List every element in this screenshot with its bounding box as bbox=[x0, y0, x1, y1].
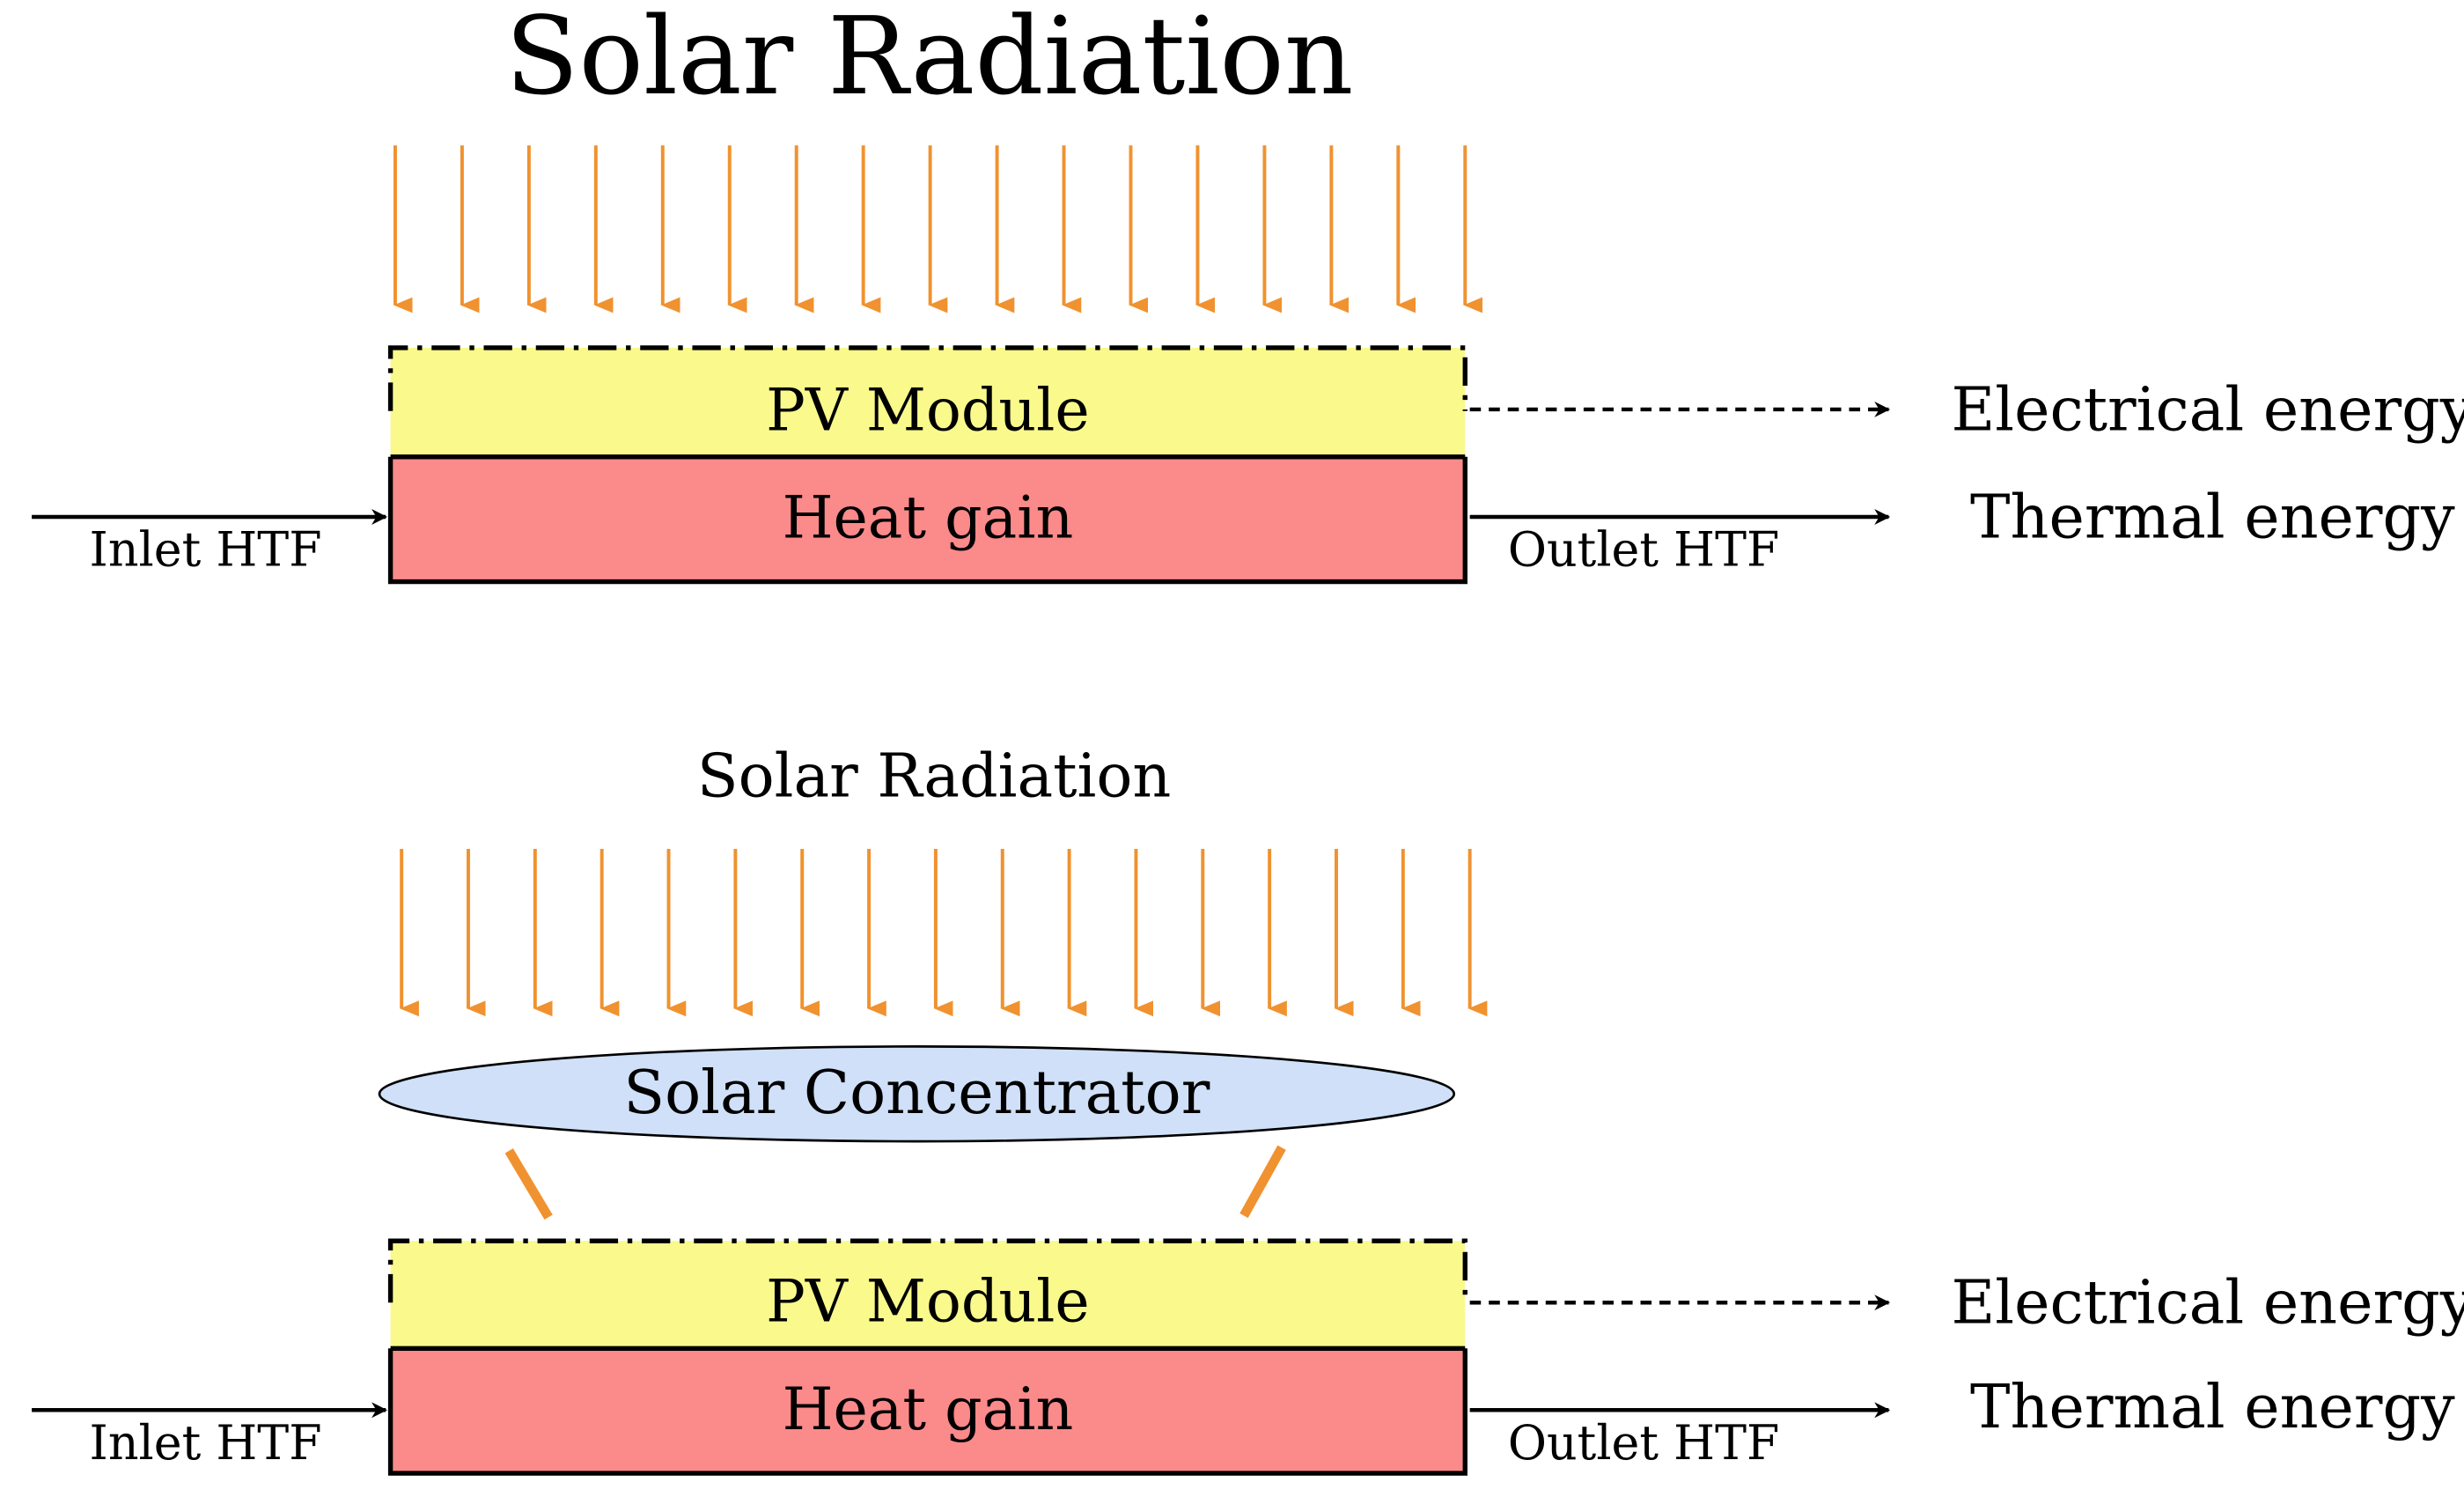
solar-concentrator-label: Solar Concentrator bbox=[623, 1058, 1210, 1128]
inlet-htf-label: Inlet HTF bbox=[90, 1415, 322, 1471]
thermal-energy-label: Thermal energy bbox=[1970, 1373, 2455, 1442]
pv-module-label: PV Module bbox=[766, 1267, 1090, 1336]
heat-gain-label: Heat gain bbox=[783, 483, 1074, 551]
pv-module-layer bbox=[390, 1241, 1466, 1349]
heat-gain-layer bbox=[390, 1348, 1466, 1474]
solar-radiation-arrows bbox=[400, 848, 1488, 1017]
panel-bottom: Solar Radiation Solar Concentrator PV Mo… bbox=[32, 742, 2464, 1476]
heat-gain-label: Heat gain bbox=[783, 1375, 1074, 1443]
focused-ray-left bbox=[504, 1148, 553, 1220]
electrical-energy-label: Electrical energy bbox=[1951, 375, 2464, 445]
solar-radiation-title: Solar Radiation bbox=[505, 0, 1354, 119]
outlet-htf-label: Outlet HTF bbox=[1508, 1415, 1780, 1471]
heat-gain-boundary bbox=[387, 1348, 1467, 1476]
solar-radiation-title: Solar Radiation bbox=[697, 742, 1171, 812]
thermal-energy-label: Thermal energy bbox=[1970, 483, 2455, 552]
pv-module-label: PV Module bbox=[766, 375, 1090, 444]
solar-concentrator-lens bbox=[378, 1045, 1456, 1143]
pv-module-boundary bbox=[387, 1238, 1467, 1303]
pv-module-layer bbox=[390, 347, 1466, 457]
pv-module-boundary bbox=[387, 345, 1467, 411]
focused-ray-right bbox=[1239, 1145, 1286, 1219]
panel-top: Solar Radiation PV Module Heat gain Inle… bbox=[32, 0, 2464, 585]
heat-gain-layer bbox=[390, 456, 1466, 582]
heat-gain-boundary bbox=[387, 456, 1467, 585]
outlet-htf-label: Outlet HTF bbox=[1508, 522, 1780, 578]
electrical-energy-label: Electrical energy bbox=[1951, 1269, 2464, 1338]
solar-radiation-arrows bbox=[393, 145, 1483, 313]
inlet-htf-label: Inlet HTF bbox=[90, 522, 322, 578]
